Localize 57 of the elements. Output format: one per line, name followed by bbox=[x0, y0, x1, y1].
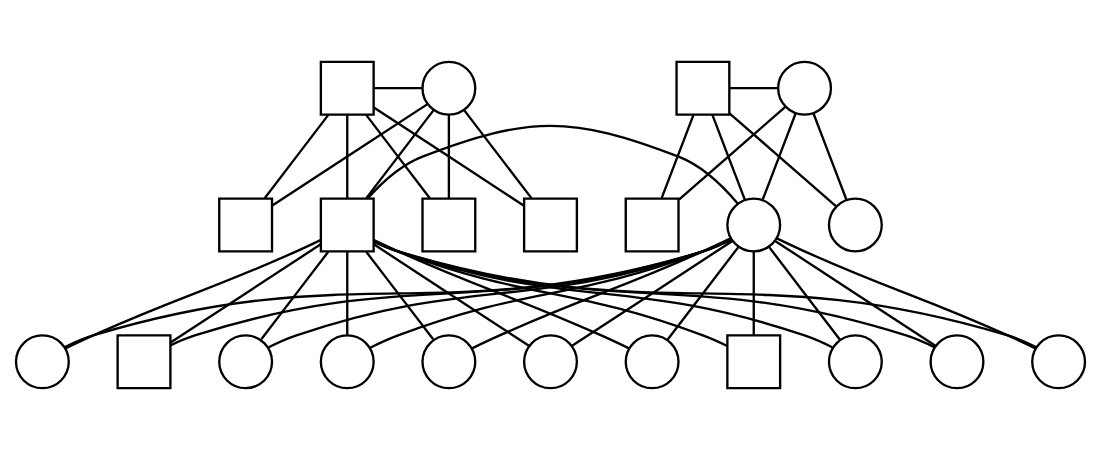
node-circle bbox=[929, 334, 985, 390]
connector bbox=[366, 124, 739, 205]
connector bbox=[373, 240, 1037, 349]
node-circle bbox=[14, 334, 70, 390]
node-circle bbox=[319, 334, 375, 390]
connector bbox=[711, 114, 746, 201]
node-box bbox=[421, 197, 477, 253]
node-box bbox=[319, 60, 375, 116]
connector bbox=[812, 112, 848, 200]
connector bbox=[267, 238, 732, 349]
connector bbox=[169, 243, 322, 344]
node-circle bbox=[218, 334, 274, 390]
node-box bbox=[624, 197, 680, 253]
node-circle bbox=[827, 334, 883, 390]
node-box bbox=[675, 60, 731, 116]
connector bbox=[666, 246, 740, 341]
node-box bbox=[522, 197, 579, 253]
connector bbox=[346, 115, 349, 199]
connector bbox=[471, 237, 732, 350]
connector bbox=[373, 240, 834, 349]
node-box bbox=[218, 197, 274, 253]
connector bbox=[170, 238, 733, 347]
node-circle bbox=[1031, 334, 1087, 390]
connector bbox=[729, 87, 778, 90]
connector bbox=[373, 240, 936, 349]
connector bbox=[678, 106, 787, 201]
node-circle bbox=[421, 334, 477, 390]
connector bbox=[761, 112, 797, 200]
connector bbox=[776, 237, 1036, 350]
connector bbox=[374, 87, 423, 90]
connector bbox=[463, 109, 533, 199]
node-circle bbox=[726, 197, 782, 253]
connector bbox=[65, 239, 321, 350]
connector bbox=[346, 251, 349, 335]
node-box bbox=[319, 197, 375, 253]
node-box bbox=[116, 334, 172, 390]
node-circle bbox=[827, 197, 883, 253]
node-circle bbox=[421, 60, 477, 116]
connector bbox=[365, 251, 435, 341]
node-circle bbox=[522, 334, 579, 390]
connector bbox=[447, 115, 451, 199]
connector bbox=[752, 251, 755, 335]
connector bbox=[728, 112, 837, 207]
connector bbox=[660, 114, 695, 199]
node-circle bbox=[624, 334, 680, 390]
connector bbox=[263, 114, 330, 199]
node-circle bbox=[777, 60, 833, 116]
connector bbox=[260, 251, 330, 341]
connector bbox=[768, 246, 841, 341]
connector bbox=[64, 238, 733, 349]
connector bbox=[373, 243, 530, 347]
connector bbox=[373, 239, 630, 350]
node-box bbox=[726, 334, 782, 390]
connector bbox=[373, 106, 525, 207]
connector bbox=[271, 103, 428, 207]
connector bbox=[774, 240, 937, 347]
connector bbox=[571, 240, 733, 347]
